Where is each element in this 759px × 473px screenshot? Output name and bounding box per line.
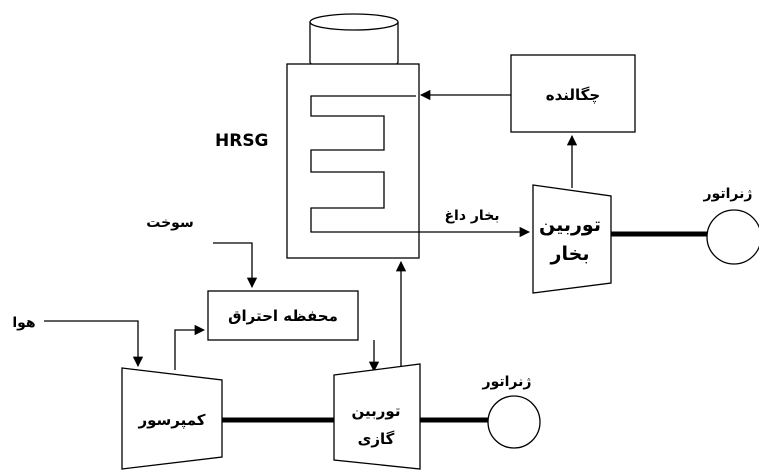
condenser-label: چگالنده (546, 86, 600, 105)
steam-turbine-label-1: توربین (539, 214, 601, 236)
hot-steam-label: بخار داغ (444, 208, 499, 224)
gas-turbine-label-2: گازی (358, 430, 395, 448)
condenser-box (510, 54, 636, 133)
hrsg-stack (309, 13, 399, 71)
hrsg-body (286, 63, 420, 259)
gas-turbine (333, 363, 421, 470)
compressor (121, 367, 223, 470)
air-arrow (44, 320, 144, 368)
compressor-label: کمپرسور (137, 411, 205, 430)
steam-turbine-label-2: بخار (550, 243, 590, 265)
hrsg-label: HRSG (215, 131, 269, 151)
combustion-chamber-label: محفظه احتراق (228, 307, 338, 325)
combustion-chamber-box (207, 290, 359, 341)
steam-turbine (532, 184, 612, 294)
gas-generator-label: ژنراتور (482, 374, 532, 390)
hrsg-coil (310, 95, 416, 233)
steam-generator (706, 209, 759, 265)
gas-generator (487, 395, 541, 449)
air-label: هوا (12, 315, 35, 331)
fuel-arrow (213, 242, 258, 289)
fuel-label: سوخت (146, 215, 193, 231)
steam-generator-label: ژنراتور (703, 186, 753, 202)
compressed-air-arrow (174, 324, 206, 370)
gas-turbine-label-1: توربین (352, 402, 401, 420)
